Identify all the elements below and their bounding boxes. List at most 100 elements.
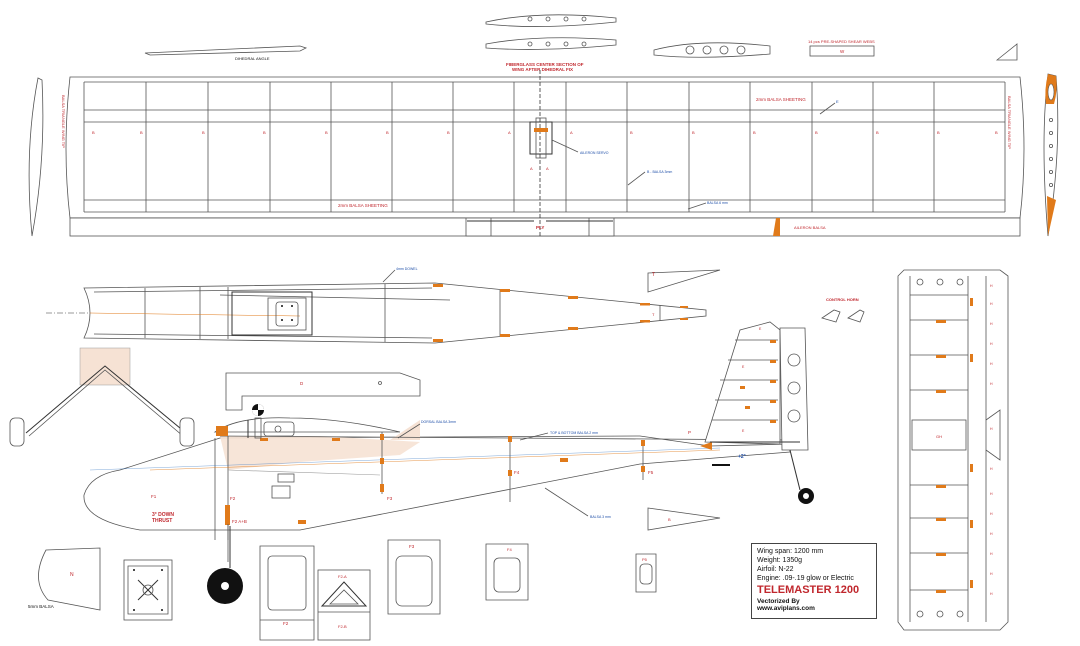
plan-title: TELEMASTER 1200 bbox=[757, 584, 860, 596]
wing-span: Wing span: 1200 mm bbox=[757, 548, 824, 555]
svg-text:B: B bbox=[876, 130, 879, 135]
wingtip-right: BALSA TRIANGLE WING TIP bbox=[1007, 73, 1059, 237]
tail-fin: E E P E +2° bbox=[688, 321, 814, 504]
f4-label-side: F4 bbox=[514, 470, 520, 475]
svg-text:A: A bbox=[508, 130, 511, 135]
tail-parts-t: T bbox=[647, 269, 721, 293]
wing-plan: AILERON SERVO A A B B B B B B B A A B B … bbox=[65, 70, 1025, 237]
dorsal-balsa-label: DORSAL BALSA 3mm bbox=[421, 420, 456, 424]
svg-text:H: H bbox=[990, 284, 993, 288]
svg-text:H: H bbox=[990, 427, 993, 431]
dihedral-brace: DIHEDRAL ANGLE bbox=[144, 45, 308, 61]
tail-s-label: B bbox=[668, 517, 671, 522]
f1-label: F1 bbox=[151, 494, 157, 499]
n-label: N bbox=[70, 572, 74, 578]
svg-text:B: B bbox=[140, 130, 143, 135]
f3-label: F3 bbox=[409, 544, 415, 549]
svg-text:B: B bbox=[815, 130, 818, 135]
aileron-servo-label: AILERON SERVO bbox=[580, 151, 609, 155]
fuselage-top-view: 4mm DOWEL T bbox=[46, 267, 707, 344]
f5-label: P5 bbox=[642, 557, 648, 562]
fiberglass-label: FIBERGLASS CENTER SECTION OF bbox=[506, 62, 584, 67]
fuselage-side-view: F1 3° DOWN THRUST F2 F2 A+B F3 F4 F5 DOR… bbox=[83, 404, 791, 568]
stab-gh-label: GH bbox=[936, 434, 942, 439]
svg-text:B: B bbox=[202, 130, 205, 135]
svg-text:H: H bbox=[990, 492, 993, 496]
dowel-label: 4mm DOWEL bbox=[396, 267, 418, 271]
svg-text:B: B bbox=[753, 130, 756, 135]
wing-rib-templates bbox=[485, 14, 771, 58]
balsa-5mm-label: 5mm BALSA bbox=[28, 604, 54, 609]
balsa-tip-label-left: BALSA TRIANGLE WING TIP bbox=[61, 95, 66, 148]
f5-label-side: F5 bbox=[648, 470, 654, 475]
balsa-3mm-label: BALSA 3 mm bbox=[590, 515, 611, 519]
f2ab-label: F2 A+B bbox=[232, 519, 247, 524]
svg-text:B: B bbox=[92, 130, 95, 135]
aileron-balsa-label: AILERON BALSA bbox=[794, 225, 826, 230]
svg-text:B: B bbox=[692, 130, 695, 135]
balsa-tip-label-right: BALSA TRIANGLE WING TIP bbox=[1007, 96, 1012, 149]
info-box: Wing span: 1200 mm Weight: 1350g Airfoil… bbox=[751, 543, 877, 619]
former-f2: F2 bbox=[259, 545, 315, 641]
shear-web-part: 14 pcs PRE-SHAPED SHEAR WEBS W bbox=[808, 39, 875, 57]
nose-part-n: N 5mm BALSA bbox=[28, 547, 101, 611]
svg-text:H: H bbox=[990, 512, 993, 516]
rib-a-label-d: A bbox=[546, 166, 549, 171]
wing-ribs bbox=[145, 82, 935, 212]
svg-text:H: H bbox=[990, 342, 993, 346]
svg-text:H: H bbox=[990, 592, 993, 596]
control-horns: CONTROL HORN bbox=[821, 297, 865, 323]
svg-text:B: B bbox=[263, 130, 266, 135]
f3-label-side: F3 bbox=[387, 496, 393, 501]
fin-p-label: P bbox=[688, 430, 691, 435]
stabilizer-plan: GH H H H H H H H H H H H H H H bbox=[897, 269, 1009, 631]
part-d-label: D bbox=[300, 381, 304, 386]
tail-parts-s: B bbox=[647, 507, 721, 531]
f2-label: F2 bbox=[283, 621, 289, 626]
svg-text:H: H bbox=[990, 572, 993, 576]
former-f3: F3 bbox=[387, 539, 441, 615]
svg-text:B: B bbox=[995, 130, 998, 135]
former-f2ab: F2-A F2-B bbox=[317, 569, 371, 641]
control-horn-label: CONTROL HORN bbox=[826, 297, 859, 302]
part-d: D bbox=[225, 372, 421, 411]
weight: Weight: 1350g bbox=[757, 557, 803, 564]
main-wheel bbox=[207, 568, 243, 604]
sheeting-label-top: 2mm BALSA SHEETING bbox=[756, 97, 806, 102]
vectorized-by: Vectorized By bbox=[757, 598, 800, 605]
svg-text:H: H bbox=[990, 467, 993, 471]
svg-text:B: B bbox=[630, 130, 633, 135]
f2a-label: F2-A bbox=[338, 574, 347, 579]
svg-text:B: B bbox=[386, 130, 389, 135]
svg-text:H: H bbox=[990, 382, 993, 386]
sheeting-label-bottom: 2mm BALSA SHEETING bbox=[338, 203, 388, 208]
ply-label: PLY bbox=[536, 225, 544, 230]
svg-text:A: A bbox=[570, 130, 573, 135]
svg-text:B: B bbox=[325, 130, 328, 135]
balsa-label: BALSA 6 mm bbox=[707, 201, 728, 205]
svg-text:H: H bbox=[990, 552, 993, 556]
plus2-label: +2° bbox=[738, 454, 746, 460]
former-f4: F4 bbox=[485, 543, 529, 601]
rib-a-label-c: A bbox=[530, 166, 533, 171]
website: www.aviplans.com bbox=[757, 605, 815, 612]
down-thrust-label: 3° DOWN bbox=[152, 512, 174, 518]
shear-web-w-label: W bbox=[840, 49, 845, 54]
wing-e-label: E bbox=[836, 99, 839, 104]
f2-label-side: F2 bbox=[230, 496, 236, 501]
shear-webs-label: 14 pcs PRE-SHAPED SHEAR WEBS bbox=[808, 39, 875, 44]
svg-text:H: H bbox=[990, 532, 993, 536]
landing-gear-wire bbox=[9, 347, 195, 447]
fus-top-t-label: T bbox=[652, 312, 655, 317]
firewall-part bbox=[123, 559, 173, 621]
wingtip-left: BALSA TRIANGLE WING TIP bbox=[28, 77, 66, 237]
fin-e-label-3: E bbox=[742, 429, 745, 433]
svg-text:B: B bbox=[937, 130, 940, 135]
top-bottom-balsa-label: TOP & BOTTOM BALSA 2 mm bbox=[550, 431, 598, 435]
fin-e-label-1: E bbox=[759, 327, 762, 331]
fin-e-label-2: E bbox=[742, 365, 745, 369]
rib-letters: B B B B B B B A A B B B B B B B bbox=[92, 130, 998, 135]
b-balsa-label: B - BALSA 3mm bbox=[647, 170, 672, 174]
dihedral-angle-label: DIHEDRAL ANGLE bbox=[235, 56, 270, 61]
